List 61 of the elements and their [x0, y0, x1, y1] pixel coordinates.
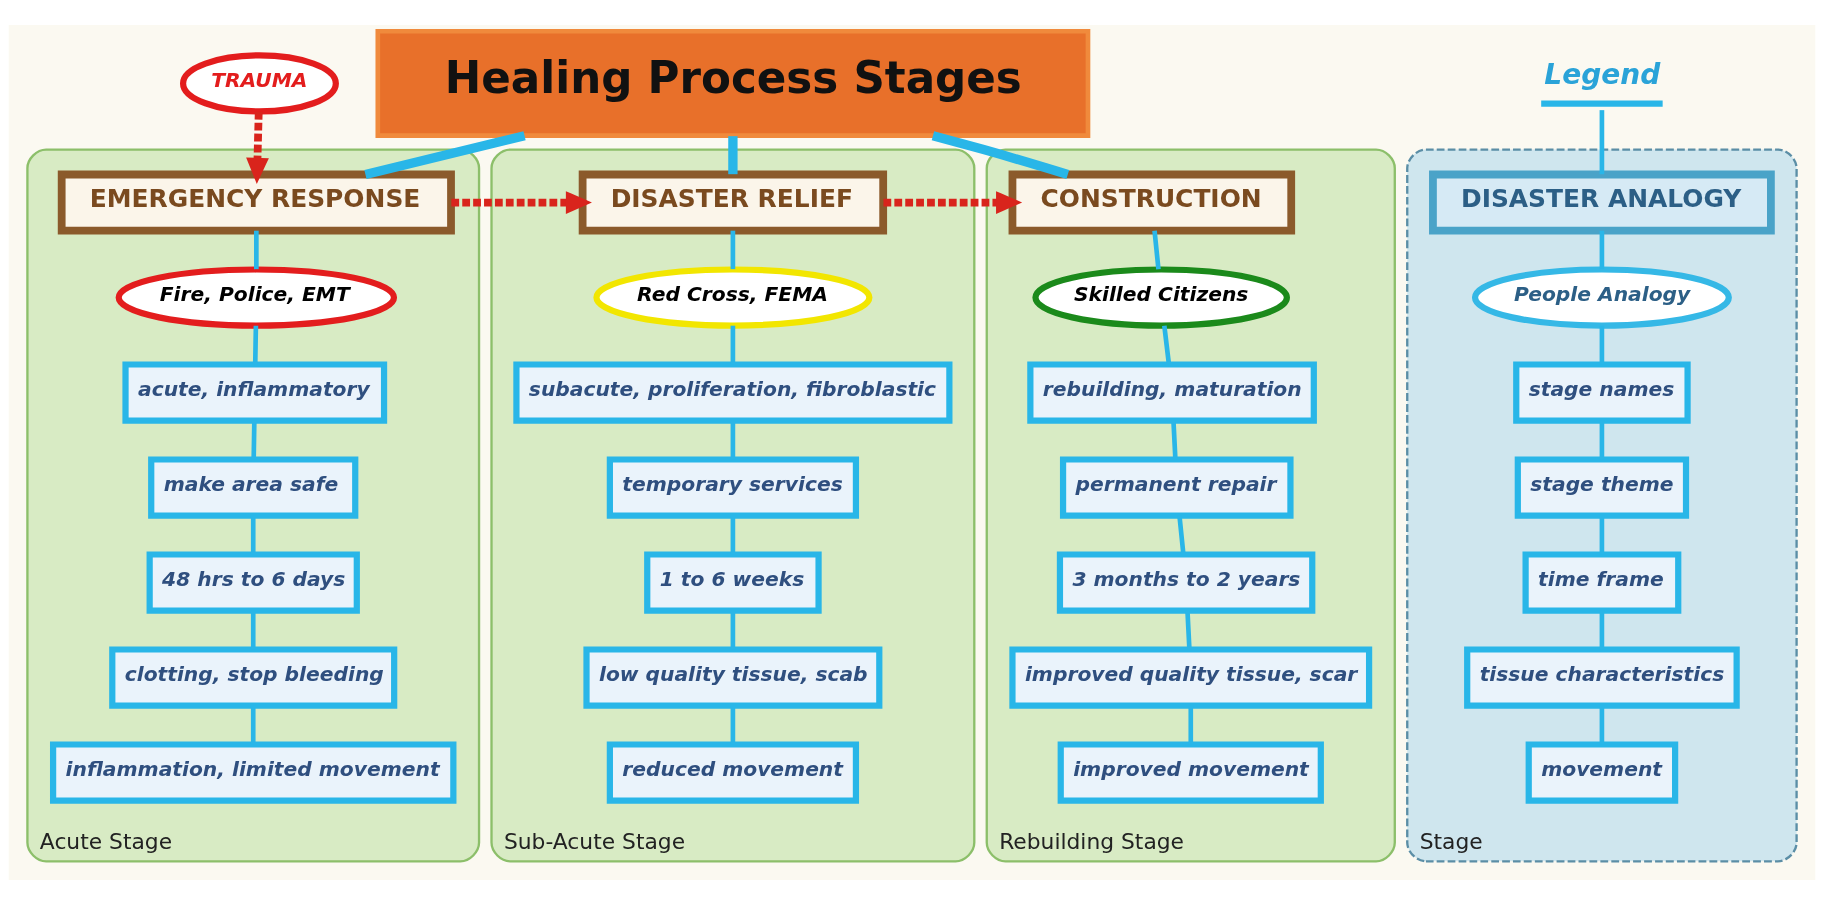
node-box: time frame	[1522, 551, 1682, 614]
connector	[1599, 420, 1605, 460]
connector	[730, 610, 736, 650]
node-box: stage names	[1513, 361, 1691, 424]
connector	[1599, 610, 1605, 650]
node-box: temporary services	[606, 456, 860, 519]
node-box: 48 hrs to 6 days	[146, 551, 360, 614]
node-box: 1 to 6 weeks	[644, 551, 822, 614]
node-box: inflammation, limited movement	[50, 741, 457, 804]
connector	[1171, 420, 1178, 460]
connector	[252, 325, 259, 365]
connector	[254, 230, 259, 270]
connector	[1177, 515, 1186, 555]
node-box: tissue characteristics	[1464, 646, 1740, 709]
node-box: movement	[1525, 741, 1679, 804]
node-ellipse: People Analogy	[1471, 266, 1732, 329]
node-ellipse: Red Cross, FEMA	[593, 266, 873, 329]
node-ellipse: Skilled Citizens	[1032, 266, 1290, 329]
connector	[730, 230, 736, 270]
node-box: subacute, proliferation, fibroblastic	[513, 361, 953, 424]
node-box: permanent repair	[1059, 456, 1294, 519]
connector	[1162, 325, 1172, 365]
connector	[730, 420, 736, 460]
node-box: low quality tissue, scab	[583, 646, 883, 709]
node-label: Legend	[1544, 58, 1661, 92]
node-ellipse: Fire, Police, EMT	[115, 266, 398, 329]
node-box: EMERGENCY RESPONSE	[57, 170, 455, 235]
connector	[728, 136, 738, 175]
arrow	[246, 111, 269, 184]
connector	[730, 325, 736, 365]
connector	[1599, 110, 1605, 175]
connector	[1599, 705, 1605, 745]
connector	[1152, 230, 1161, 270]
arrow	[883, 191, 1023, 214]
node-box: stage theme	[1514, 456, 1690, 519]
node-box: 3 months to 2 years	[1056, 551, 1316, 614]
node-box: improved quality tissue, scar	[1009, 646, 1373, 709]
node-box: acute, inflammatory	[122, 361, 388, 424]
connector	[250, 610, 256, 650]
connector	[250, 515, 256, 555]
connector	[251, 420, 257, 460]
node-box: clotting, stop bleeding	[109, 646, 398, 709]
node-ellipse: TRAUMA	[179, 52, 339, 115]
connector	[730, 705, 736, 745]
connector	[250, 705, 256, 745]
node-box: reduced movement	[606, 741, 860, 804]
connector	[730, 515, 736, 555]
node-box	[1541, 100, 1663, 107]
connector	[1599, 515, 1605, 555]
node-box: DISASTER RELIEF	[578, 170, 888, 235]
node-box: improved movement	[1057, 741, 1324, 804]
connector	[1599, 230, 1605, 270]
node-box: make area safe	[148, 456, 359, 519]
node-box: DISASTER ANALOGY	[1429, 170, 1775, 235]
node-box: rebuilding, maturation	[1027, 361, 1317, 424]
connector	[1185, 610, 1192, 650]
connector	[1188, 705, 1194, 745]
connector	[1599, 325, 1605, 365]
node-box: Healing Process Stages	[375, 28, 1091, 138]
node-box: CONSTRUCTION	[1008, 170, 1296, 235]
arrow	[451, 191, 592, 214]
